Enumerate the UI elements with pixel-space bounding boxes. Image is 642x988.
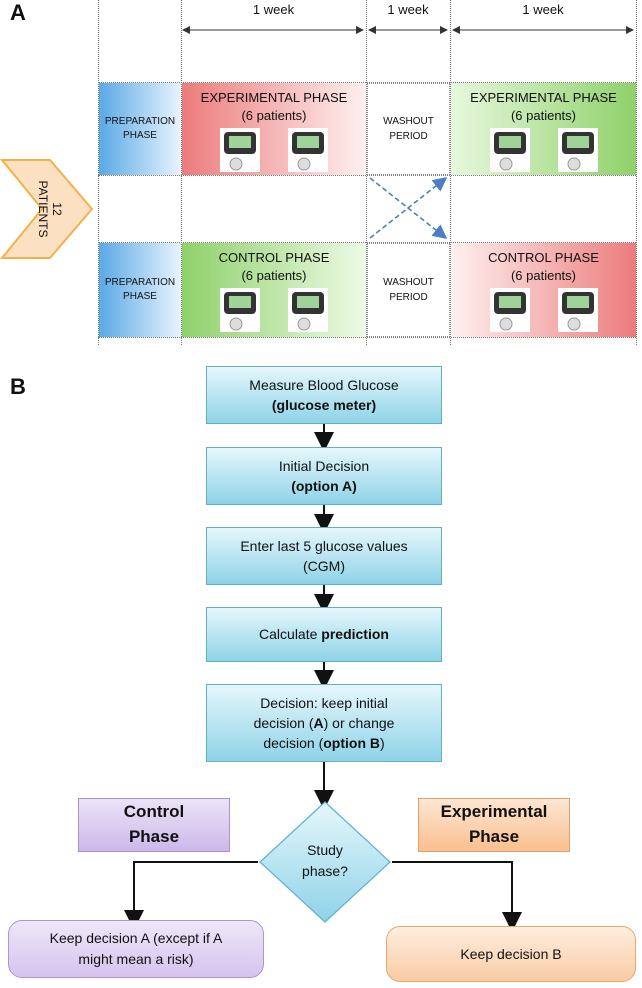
- outcome-keep-decision-b: Keep decision B: [386, 926, 636, 982]
- washout-label: WASHOUT: [383, 116, 434, 127]
- washout-label: PERIOD: [389, 131, 428, 142]
- step-measure-blood-glucose: Measure Blood Glucose (glucose meter): [206, 366, 442, 424]
- glucose-meter-icon: [489, 288, 530, 333]
- washout-period-top: WASHOUT PERIOD: [367, 83, 450, 175]
- phase-title: EXPERIMENTAL PHASE: [200, 90, 348, 105]
- glucose-meter-icon: [288, 288, 328, 333]
- outcome-text: Keep decision B: [460, 945, 562, 962]
- outcome-text: Keep decision A (except if A: [49, 930, 223, 946]
- step-text: Initial Decision: [278, 457, 370, 474]
- phase-count: (6 patients): [241, 107, 307, 123]
- step-initial-decision: Initial Decision (option A): [206, 447, 442, 505]
- step-text: Calculate prediction: [259, 624, 389, 644]
- decision-diamond: [259, 801, 391, 923]
- step-text: decision (option B): [263, 733, 384, 753]
- glucose-meter-icon: [220, 288, 260, 333]
- phase-count: (6 patients): [510, 107, 577, 123]
- patients-word: PATIENTS: [36, 180, 51, 238]
- week-arrows: [182, 26, 634, 34]
- glucose-meter-icon: [220, 128, 260, 173]
- decision-text: Study: [307, 842, 343, 858]
- panel-a-letter: A: [10, 0, 26, 25]
- phase-count: (6 patients): [241, 267, 307, 283]
- phase-title: CONTROL PHASE: [218, 250, 330, 265]
- glucose-meter-icon: [489, 128, 530, 173]
- panel-b-letter: B: [10, 374, 26, 399]
- patients-label: 12 PATIENTS: [35, 180, 64, 238]
- control-phase-tag: Control Phase: [78, 798, 230, 852]
- outcome-keep-decision-a: Keep decision A (except if A might mean …: [8, 920, 264, 978]
- step-enter-glucose-values: Enter last 5 glucose values (CGM): [206, 527, 442, 585]
- step-text-part: ) or change: [323, 714, 395, 731]
- control-phase-bottom-left: CONTROL PHASE (6 patients): [182, 243, 366, 337]
- step-text-bold: A: [313, 714, 324, 731]
- step-text: Enter last 5 glucose values: [240, 537, 408, 554]
- step-decision: Decision: keep initial decision (A) or c…: [206, 684, 442, 762]
- glucose-meter-icon: [288, 128, 328, 173]
- glucose-meter-icon: [557, 288, 598, 333]
- step-text: decision (A) or change: [254, 713, 395, 733]
- grid-line: [636, 0, 637, 345]
- grid-line: [98, 82, 636, 83]
- step-text-bold: option B: [323, 735, 380, 752]
- patients-chevron: [0, 159, 94, 259]
- tag-text: Control: [123, 802, 185, 822]
- grid-line: [181, 0, 182, 345]
- phase-title: EXPERIMENTAL PHASE: [470, 90, 617, 105]
- tag-text: Phase: [468, 827, 520, 846]
- week-label: 1 week: [522, 2, 564, 17]
- control-phase-bottom-right: CONTROL PHASE (6 patients): [451, 243, 636, 337]
- step-text-part: decision (: [263, 735, 324, 752]
- washout-period-bottom: WASHOUT PERIOD: [367, 243, 450, 337]
- grid-line: [98, 175, 636, 176]
- grid-line: [450, 0, 451, 345]
- phase-title: CONTROL PHASE: [488, 250, 599, 265]
- grid-line: [366, 0, 367, 345]
- prep-label: PHASE: [123, 130, 157, 141]
- glucose-meter-icon: [557, 128, 598, 173]
- step-text-prefix: Calculate: [259, 626, 322, 643]
- step-text-bold: (glucose meter): [271, 397, 377, 413]
- step-calculate-prediction: Calculate prediction: [206, 607, 442, 662]
- decision-text: phase?: [302, 863, 348, 879]
- crossover-arrows: [369, 177, 448, 239]
- step-text-part: ): [380, 735, 385, 752]
- flow-arrows: [124, 424, 522, 932]
- prep-label: PREPARATION: [104, 116, 176, 127]
- preparation-phase-bottom: PREPARATION PHASE: [99, 243, 181, 337]
- tag-text: Phase: [128, 827, 180, 846]
- grid-line: [98, 0, 99, 345]
- outcome-text: might mean a risk): [78, 951, 194, 967]
- step-text-part: decision (: [253, 714, 314, 731]
- week-label: 1 week: [252, 2, 295, 17]
- preparation-phase-top: PREPARATION PHASE: [99, 83, 181, 175]
- step-text: (CGM): [303, 558, 345, 574]
- experimental-phase-top-left: EXPERIMENTAL PHASE (6 patients): [182, 83, 366, 175]
- patients-count: 12: [50, 202, 64, 216]
- prep-label: PHASE: [123, 291, 157, 302]
- tag-text: Experimental: [440, 802, 548, 822]
- grid-line: [98, 242, 636, 243]
- prep-label: PREPARATION: [104, 277, 176, 288]
- week-label: 1 week: [387, 2, 429, 17]
- experimental-phase-tag: Experimental Phase: [418, 798, 570, 852]
- washout-label: PERIOD: [389, 292, 428, 303]
- decision-label: Study phase?: [288, 840, 362, 882]
- step-text-bold: prediction: [321, 626, 389, 643]
- step-text: Decision: keep initial: [260, 694, 388, 711]
- experimental-phase-top-right: EXPERIMENTAL PHASE (6 patients): [451, 83, 636, 175]
- grid-line: [98, 337, 636, 338]
- step-text-bold: (option A): [291, 478, 357, 494]
- step-text: Measure Blood Glucose: [249, 376, 399, 393]
- phase-count: (6 patients): [510, 267, 577, 283]
- washout-label: WASHOUT: [383, 277, 434, 288]
